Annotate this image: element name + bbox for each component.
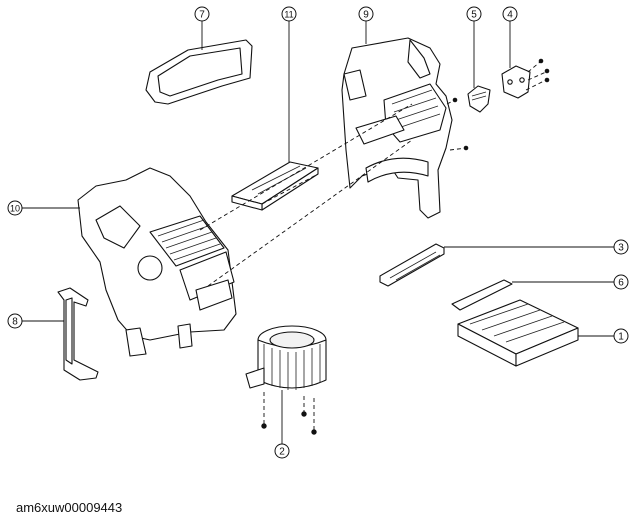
callout-6: 6 <box>613 274 629 290</box>
callout-4: 4 <box>502 6 518 22</box>
callout-7: 7 <box>194 6 210 22</box>
part-bracket <box>57 287 99 381</box>
part-blower-housing <box>77 167 237 357</box>
svg-text:6: 6 <box>618 278 624 289</box>
callout-10: 10 <box>7 200 23 216</box>
svg-text:7: 7 <box>199 10 205 21</box>
svg-text:5: 5 <box>471 10 477 21</box>
callout-9: 9 <box>358 6 374 22</box>
part-filter-element <box>379 243 445 287</box>
callout-1: 1 <box>613 328 629 344</box>
callout-3: 3 <box>613 239 629 255</box>
svg-text:4: 4 <box>507 10 513 21</box>
part-filter-strip <box>451 279 513 311</box>
svg-text:3: 3 <box>618 243 624 254</box>
part-upper-housing <box>341 37 453 219</box>
callout-5: 5 <box>466 6 482 22</box>
part-gasket <box>145 39 253 105</box>
part-actuator <box>501 58 550 99</box>
part-blower-motor <box>245 325 327 435</box>
svg-text:11: 11 <box>284 10 293 20</box>
svg-text:2: 2 <box>279 447 285 458</box>
part-sensor <box>467 85 491 113</box>
screws-upper <box>446 97 469 151</box>
callout-leaders <box>22 20 614 444</box>
svg-text:8: 8 <box>12 317 18 328</box>
svg-text:1: 1 <box>618 332 624 343</box>
svg-text:10: 10 <box>10 204 20 214</box>
figure-id: am6xuw00009443 <box>16 500 123 515</box>
callout-8: 8 <box>7 313 23 329</box>
svg-text:9: 9 <box>363 10 369 21</box>
part-air-filter <box>457 299 579 367</box>
callout-11: 11 <box>281 6 297 22</box>
callout-2: 2 <box>274 443 290 459</box>
assembly-lines <box>199 103 413 430</box>
